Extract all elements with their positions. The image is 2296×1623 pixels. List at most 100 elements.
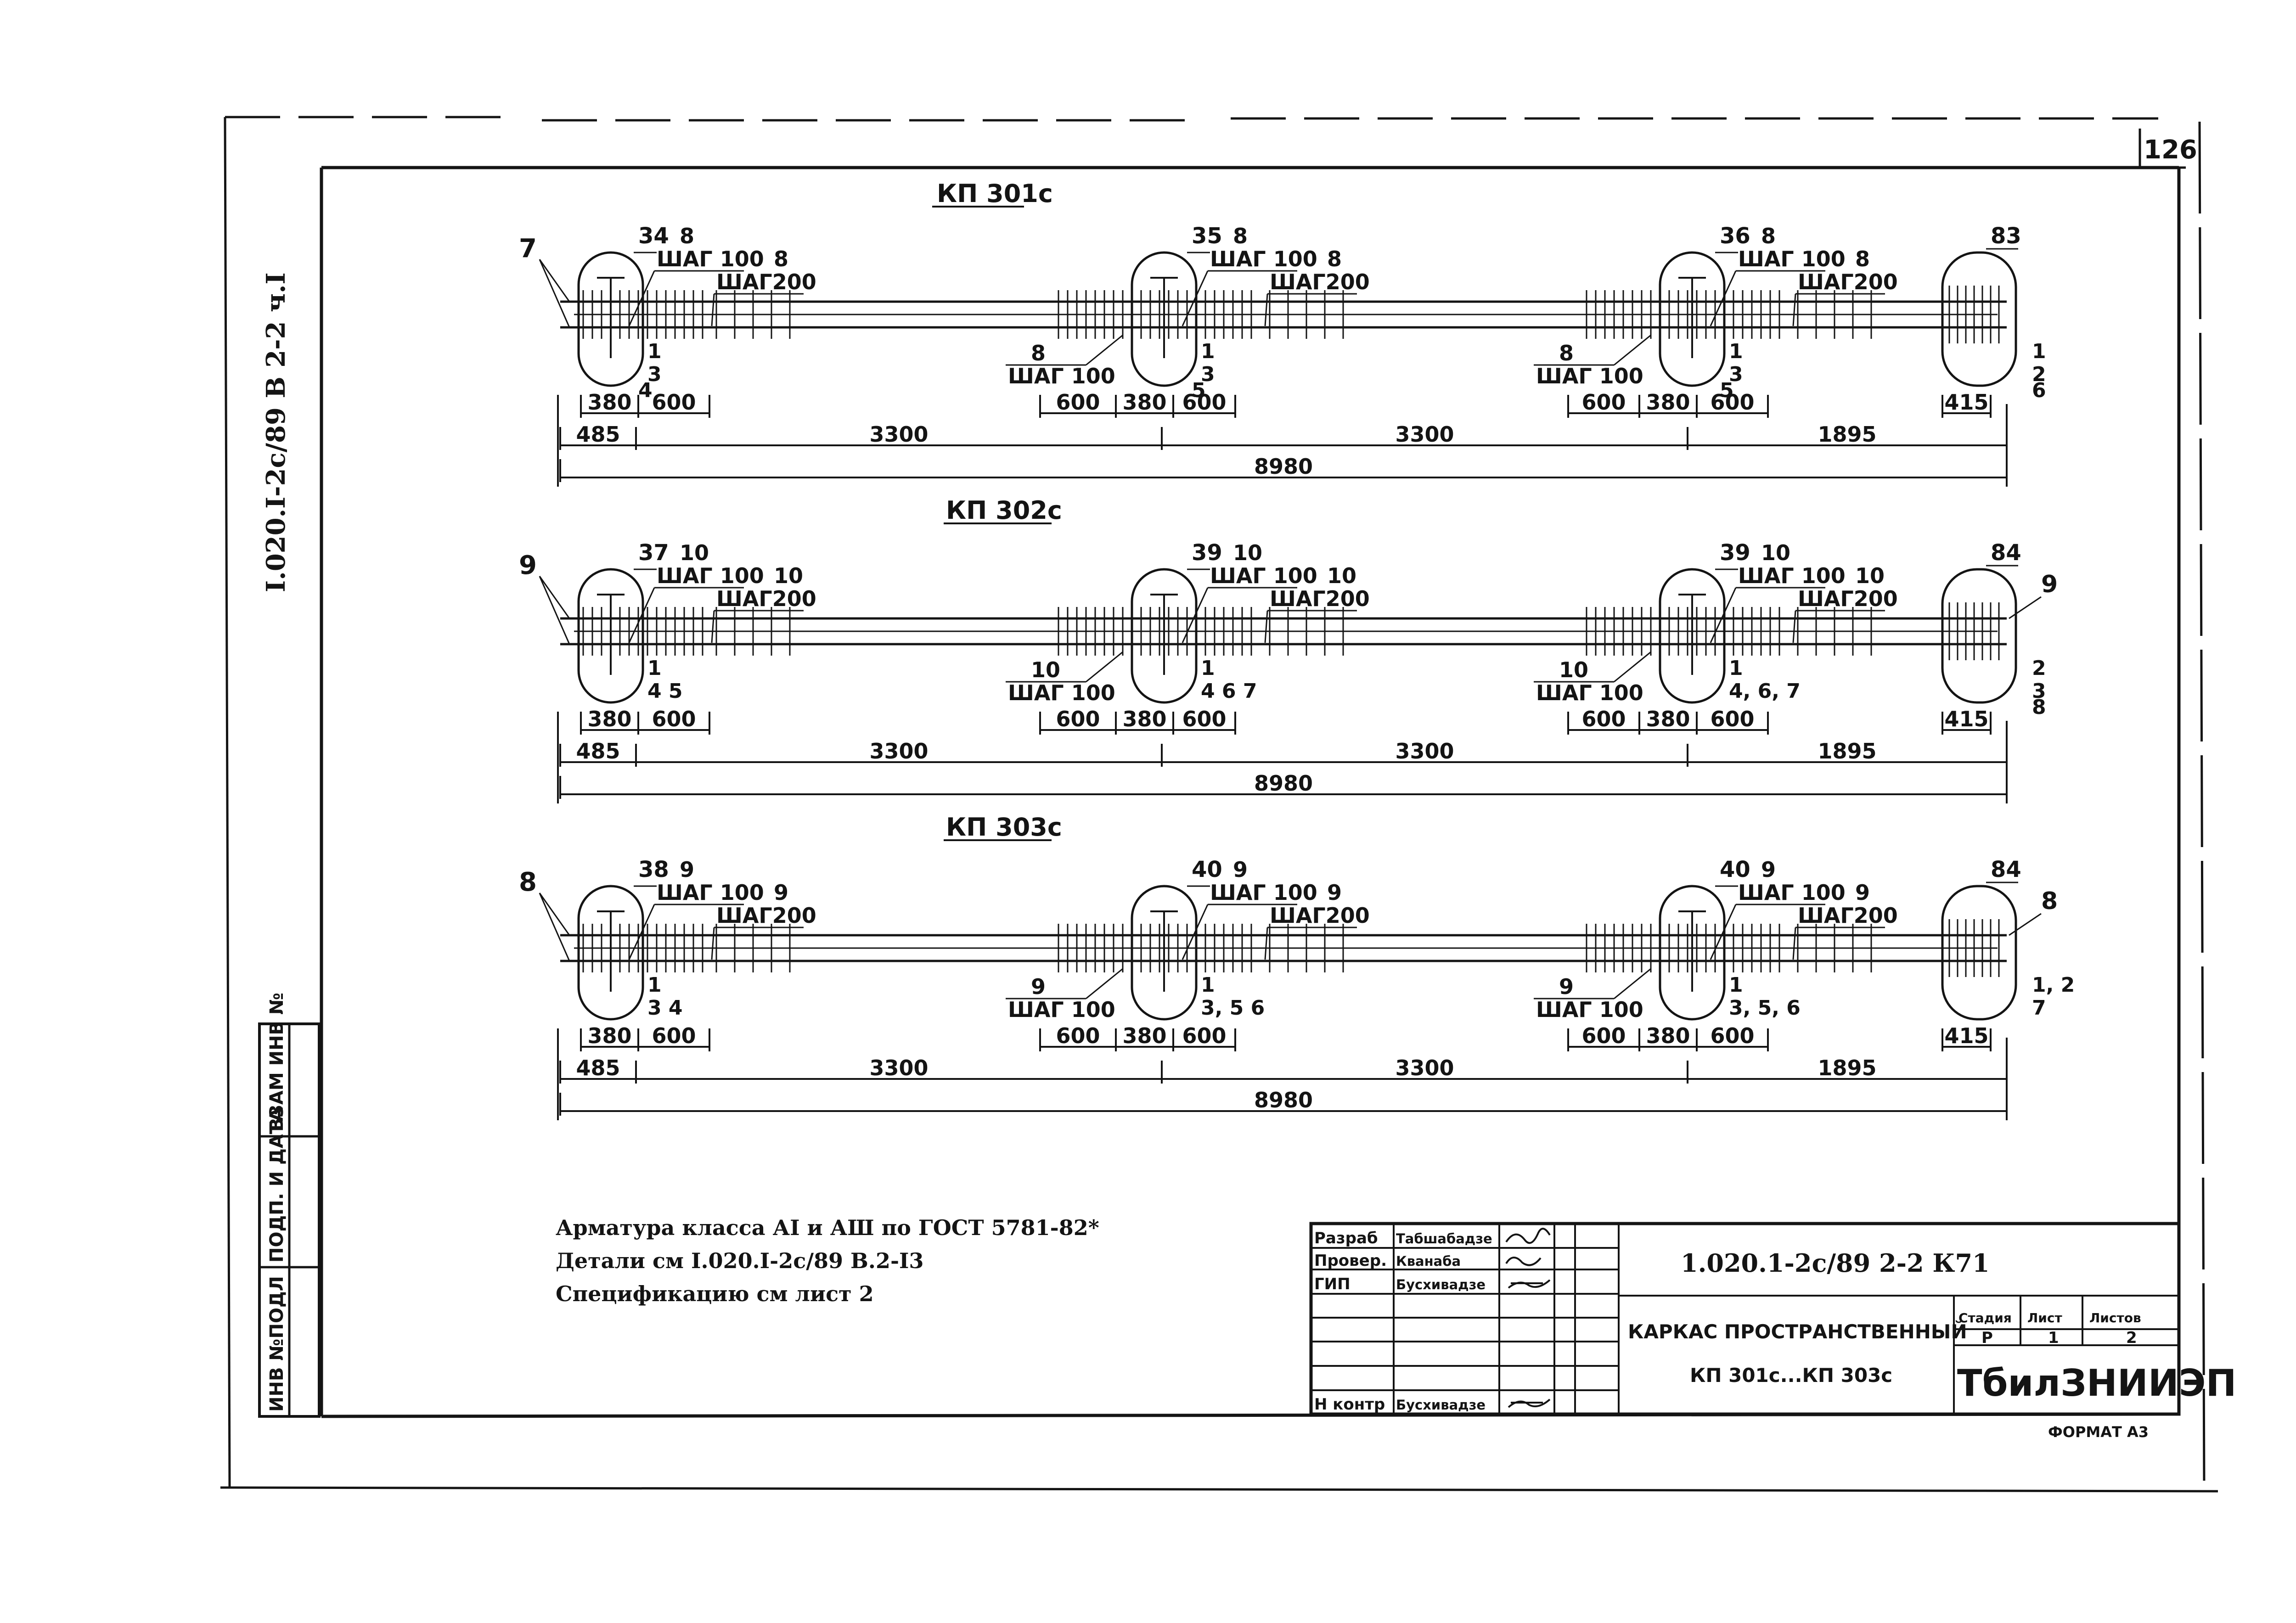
- dimension-value: 600: [1581, 390, 1626, 415]
- leader-line: [1086, 968, 1123, 1000]
- leader-line: [628, 587, 655, 643]
- pitch-bar-mark: 9: [1761, 857, 1776, 882]
- pitch-bar-mark: 9: [1559, 974, 1574, 999]
- stirrup-loop: [1659, 885, 1726, 1021]
- bar-mark: 3: [647, 363, 662, 386]
- bar-mark: 2: [2032, 657, 2046, 680]
- pitch-bar-mark: 8: [1761, 224, 1776, 248]
- note-1: Арматура класса АI и АШ по ГОСТ 5781-82*: [556, 1215, 1099, 1240]
- bar-mark: 8: [2032, 696, 2046, 719]
- end-leader: [539, 259, 570, 328]
- dimension-value: 415: [1944, 707, 1988, 731]
- bar-mark: 1: [647, 973, 662, 997]
- title-line-1: КАРКАС ПРОСТРАНСТВЕННЫЙ: [1628, 1320, 1967, 1343]
- dimension-value: 380: [1646, 390, 1690, 415]
- leader-line: [1264, 293, 1268, 326]
- pitch-100-label: ШАГ 100: [1210, 247, 1317, 271]
- stirrup-loop: [577, 568, 644, 704]
- pitch-bar-mark: 10: [1559, 657, 1588, 682]
- bar-mark: 7: [2032, 996, 2046, 1020]
- bar-mark: 1: [1201, 973, 1215, 997]
- pitch-100-label: ШАГ 100: [657, 247, 764, 271]
- end-leader: [539, 893, 570, 936]
- pitch-200-label: ШАГ200: [1270, 270, 1370, 294]
- stirrup-position-mark: 38: [638, 857, 669, 882]
- pitch-200-label: ШАГ200: [716, 586, 816, 611]
- pitch-bar-mark: 8: [774, 247, 788, 271]
- pitch-100-label: ШАГ 100: [1738, 247, 1846, 271]
- pitch-100-label: ШАГ 100: [1008, 364, 1115, 388]
- pitch-bar-mark: 10: [1855, 563, 1885, 588]
- leader-line: [1182, 587, 1209, 643]
- leader-line: [2009, 913, 2042, 936]
- dimension-value: 600: [652, 1023, 696, 1048]
- dimension-value: 600: [1710, 1023, 1754, 1048]
- end-cage-loop: [1941, 251, 2017, 387]
- bar-mark: 4 6 7: [1201, 680, 1257, 703]
- side-designation: I.020.I-2c/89 В 2-2 ч.I: [261, 272, 291, 592]
- stirrup-loop: [1131, 885, 1198, 1021]
- pitch-bar-mark: 8: [1559, 341, 1574, 365]
- leader-line: [1182, 270, 1209, 326]
- pitch-100-label: ШАГ 100: [1738, 563, 1846, 588]
- dimension-value: 600: [1056, 707, 1100, 731]
- bar-mark: 1: [1729, 657, 1743, 680]
- dimension-value: 1895: [1818, 1056, 1876, 1080]
- dimension-value: 600: [1056, 1023, 1100, 1048]
- end-cage-loop: [1941, 885, 2017, 1021]
- dimension-value: 8980: [1254, 771, 1313, 796]
- end-cage-loop: [1941, 568, 2017, 704]
- dimension-value: 485: [576, 739, 620, 764]
- dimension-value: 600: [1056, 390, 1100, 415]
- leader-line: [1710, 587, 1737, 643]
- left-end-mark: 8: [519, 867, 537, 897]
- pitch-200-label: ШАГ200: [1798, 270, 1898, 294]
- pitch-bar-mark: 8: [680, 224, 694, 248]
- stamp-sign-date: ПОДП. И ДАТА: [266, 1107, 287, 1263]
- dimension-value: 415: [1944, 390, 1988, 415]
- bar-mark: 5: [1720, 379, 1734, 402]
- dimension-value: 3300: [1395, 1056, 1454, 1080]
- pitch-100-label: ШАГ 100: [1210, 563, 1317, 588]
- leader-line: [711, 610, 715, 643]
- stirrup-position-mark: 39: [1720, 540, 1750, 566]
- title-block: Разраб Провер. ГИП Н контр Табшабадзе Кв…: [1309, 1222, 2236, 1416]
- end-leader: [539, 259, 570, 302]
- dimension-value: 3300: [1395, 422, 1454, 447]
- pitch-100-label: ШАГ 100: [1210, 880, 1317, 905]
- leader-line: [1792, 927, 1796, 960]
- pitch-bar-mark: 9: [1855, 880, 1870, 905]
- dimension-value: 380: [587, 390, 631, 415]
- bar-mark: 3, 5, 6: [1729, 996, 1801, 1020]
- pitch-bar-mark: 10: [1233, 540, 1262, 565]
- bar-mark: 1: [1201, 340, 1215, 363]
- leader-line: [1182, 904, 1209, 960]
- pitch-100-label: ШАГ 100: [1008, 680, 1115, 705]
- dimension-value: 415: [1944, 1023, 1988, 1048]
- outer-border: [220, 116, 2218, 1493]
- leader-line: [1614, 968, 1651, 1000]
- stirrup-position-mark: 39: [1192, 540, 1222, 566]
- bar-mark: 1: [1201, 657, 1215, 680]
- leader-line: [1086, 334, 1123, 366]
- bar-mark: 3: [1201, 363, 1215, 386]
- note-2: Детали см I.020.I-2c/89 В.2-I3: [556, 1248, 924, 1273]
- dimension-value: 600: [1710, 707, 1754, 731]
- general-notes: Арматура класса АI и АШ по ГОСТ 5781-82*…: [556, 1215, 1099, 1306]
- stamp-inv-orig: ИНВ №ПОДЛ: [266, 1276, 287, 1412]
- bar-mark: 3 4: [647, 996, 683, 1020]
- sheet-value: 1: [2048, 1329, 2059, 1347]
- pitch-100-label: ШАГ 100: [1536, 997, 1643, 1022]
- stirrup-loop: [1659, 251, 1726, 387]
- dimension-value: 380: [1646, 1023, 1690, 1048]
- dimension-value: 600: [652, 390, 696, 415]
- dimension-value: 600: [1182, 1023, 1226, 1048]
- pitch-100-label: ШАГ 100: [657, 563, 764, 588]
- stirrup-position-mark: 34: [638, 223, 669, 249]
- dimension-value: 1895: [1818, 739, 1876, 764]
- name-developer: Табшабадзе: [1396, 1231, 1492, 1247]
- stage-header: Стадия: [1958, 1310, 2012, 1325]
- pitch-200-label: ШАГ200: [716, 270, 816, 294]
